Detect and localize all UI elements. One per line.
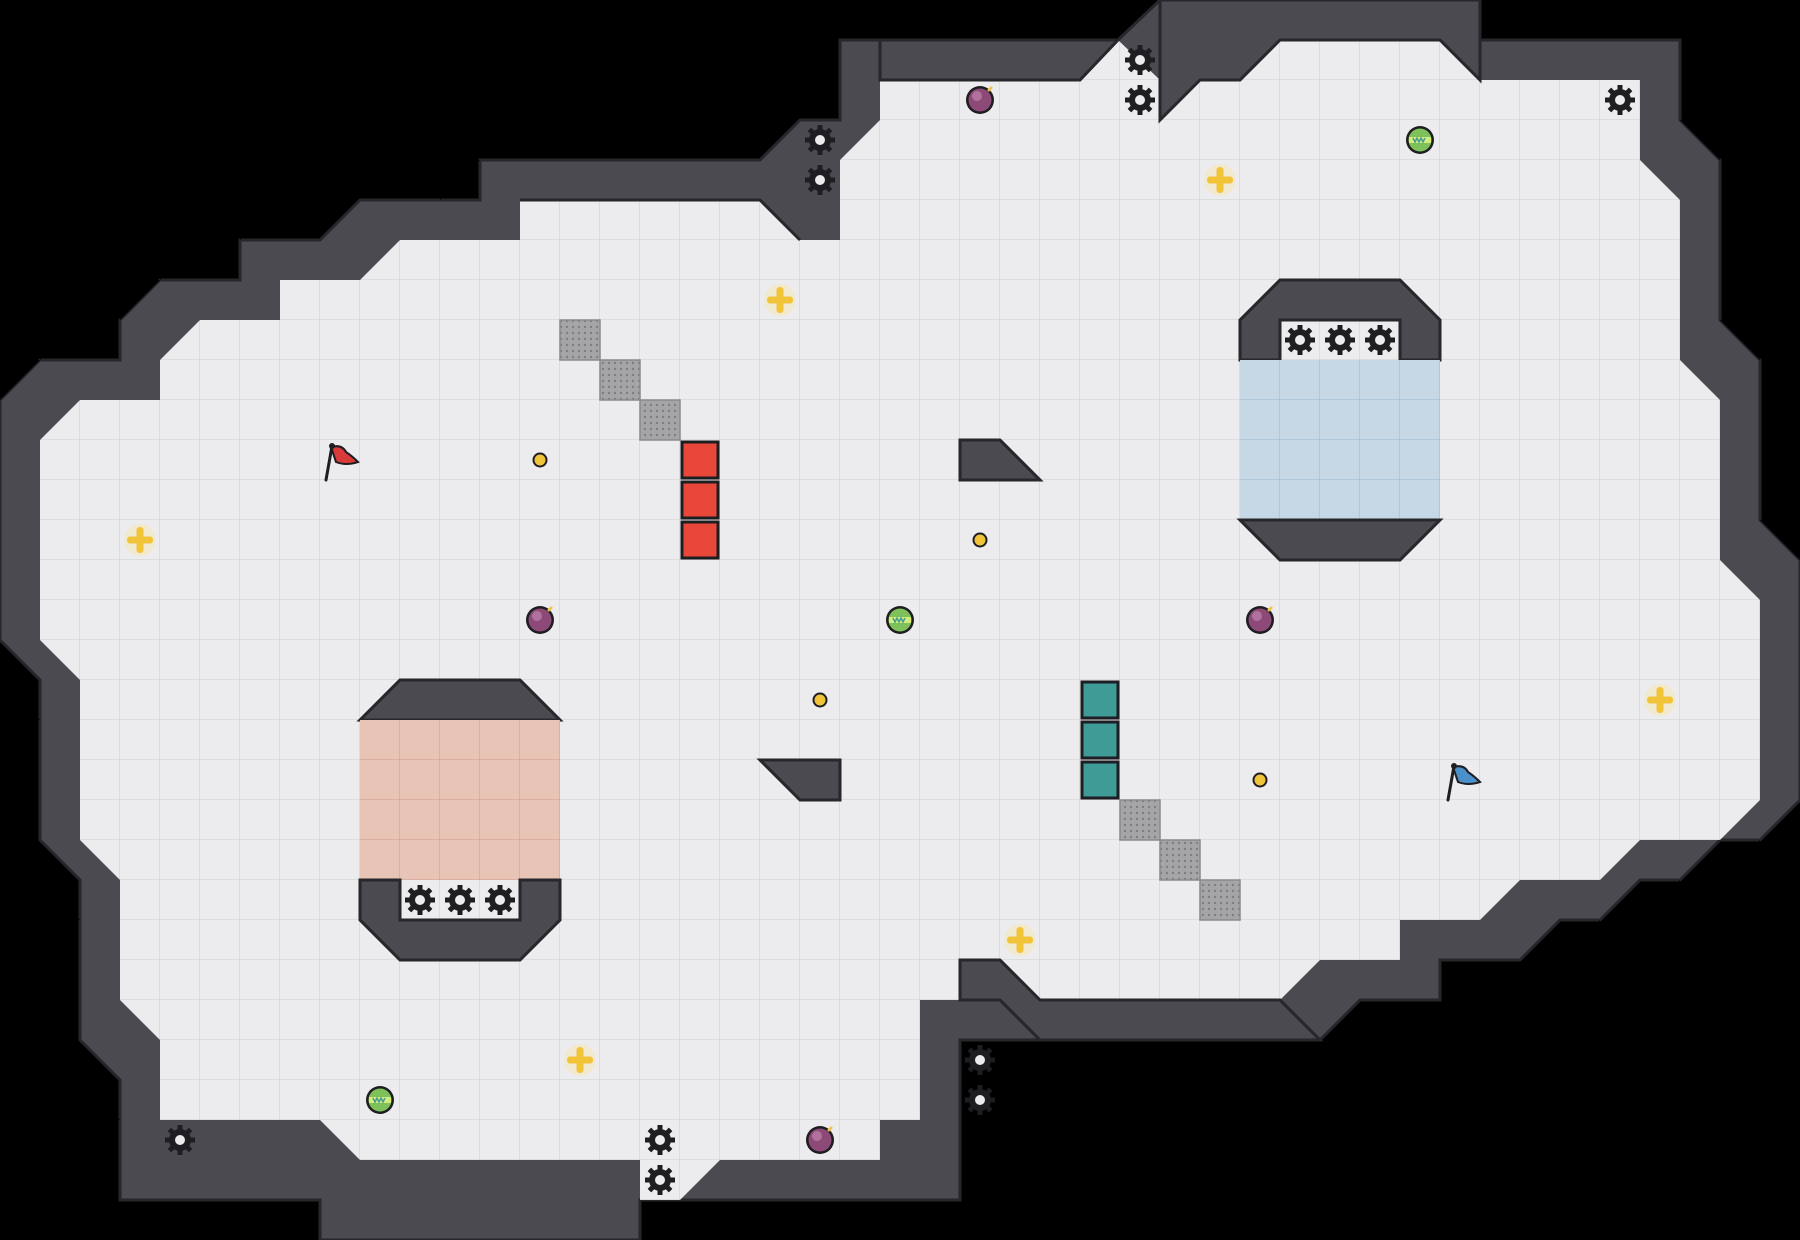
spike-icon <box>1125 85 1155 115</box>
spike-icon <box>805 165 835 195</box>
flag-icon <box>324 443 360 482</box>
bomb-icon <box>964 84 996 116</box>
spike-icon <box>485 885 515 915</box>
blue-flag <box>1446 763 1482 802</box>
red-flag <box>324 443 360 482</box>
neutral-tiles <box>559 319 1241 921</box>
spike-icon <box>1605 85 1635 115</box>
red-base-zone <box>356 678 564 962</box>
spike-icon <box>445 885 475 915</box>
boost-icon <box>1204 164 1236 196</box>
flag-icon <box>1446 763 1482 802</box>
blue-base-zone <box>1236 278 1444 562</box>
spike-icon <box>1285 325 1315 355</box>
powerup-icon <box>365 1085 395 1115</box>
spike-icon <box>1325 325 1355 355</box>
spike-icon <box>965 1085 995 1115</box>
boost-icon <box>764 284 796 316</box>
powerup-icon <box>1405 125 1435 155</box>
spike-icon <box>645 1125 675 1155</box>
boost-icon <box>1644 684 1676 716</box>
spike-icon <box>805 125 835 155</box>
spike-icon <box>965 1045 995 1075</box>
pellet-icon <box>532 452 548 468</box>
red-gate <box>680 440 720 560</box>
spike-icon <box>1125 45 1155 75</box>
spike-icon <box>1365 325 1395 355</box>
inner-walls <box>520 0 1482 1042</box>
teal-gate <box>1080 680 1120 800</box>
powerup-icon <box>885 605 915 635</box>
boost-icon <box>564 1044 596 1076</box>
pellet-icon <box>972 532 988 548</box>
spike-icon <box>405 885 435 915</box>
spike-icon <box>165 1125 195 1155</box>
boost-icon <box>1004 924 1036 956</box>
bomb-icon <box>524 604 556 636</box>
pellet-icon <box>812 692 828 708</box>
bomb-icon <box>804 1124 836 1156</box>
spike-icon <box>645 1165 675 1195</box>
pellet-icon <box>1252 772 1268 788</box>
bomb-icon <box>1244 604 1276 636</box>
boost-icon <box>124 524 156 556</box>
